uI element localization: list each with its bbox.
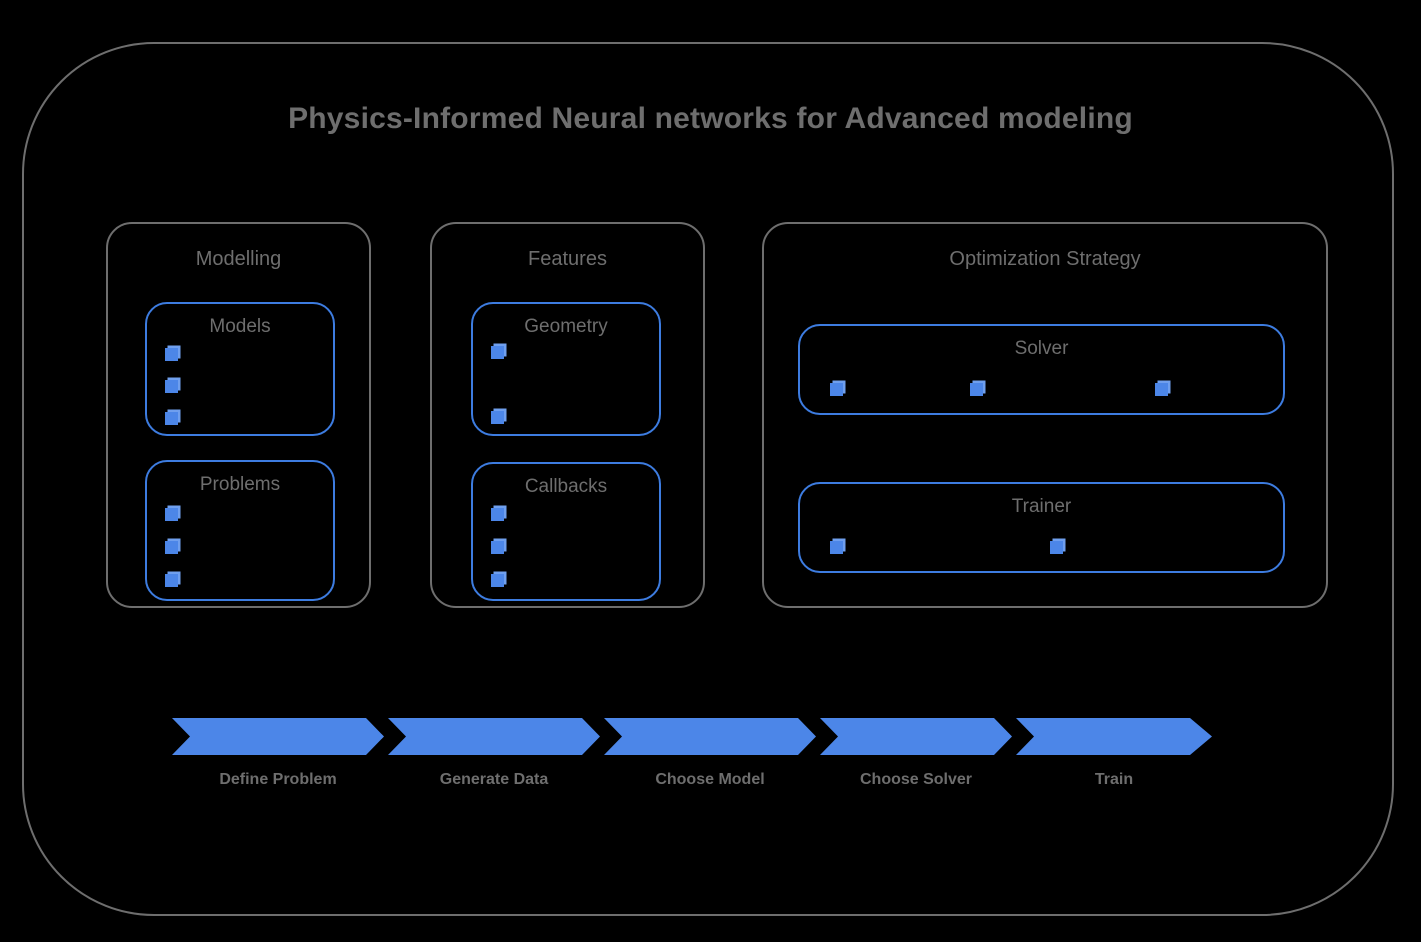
pipeline-step-5-label: Train bbox=[1094, 771, 1134, 788]
pipeline-step-5-chevron[interactable] bbox=[1016, 718, 1212, 755]
box-geometry[interactable]: Geometry bbox=[471, 302, 661, 436]
box-problems-title: Problems bbox=[199, 474, 281, 495]
box-trainer-title: Trainer bbox=[1011, 496, 1072, 517]
list-marker bbox=[1155, 383, 1168, 396]
box-solver-title: Solver bbox=[1014, 338, 1069, 359]
pipeline-step-2-label: Generate Data bbox=[439, 771, 549, 788]
pipeline-step-4-chevron[interactable] bbox=[820, 718, 1012, 755]
list-marker bbox=[491, 508, 504, 521]
list-marker bbox=[830, 541, 843, 554]
list-marker bbox=[165, 508, 178, 521]
box-geometry-title: Geometry bbox=[524, 316, 608, 337]
pipeline-step-3-chevron[interactable] bbox=[604, 718, 816, 755]
list-marker bbox=[165, 574, 178, 587]
list-marker bbox=[491, 541, 504, 554]
box-trainer[interactable]: Trainer bbox=[798, 482, 1285, 573]
list-marker bbox=[1050, 541, 1063, 554]
list-marker bbox=[830, 383, 843, 396]
list-marker bbox=[165, 348, 178, 361]
group-modelling: Modelling bbox=[106, 222, 371, 608]
pipeline-step-1-chevron[interactable] bbox=[172, 718, 384, 755]
pipeline-step-2-chevron[interactable] bbox=[388, 718, 600, 755]
group-optimization-strategy-title: Optimization Strategy bbox=[949, 248, 1141, 270]
list-marker bbox=[970, 383, 983, 396]
box-models-title: Models bbox=[209, 316, 271, 337]
pipeline-step-3-label: Choose Model bbox=[655, 771, 765, 788]
box-problems[interactable]: Problems bbox=[145, 460, 335, 601]
group-features: Features bbox=[430, 222, 705, 608]
list-marker bbox=[491, 411, 504, 424]
list-marker bbox=[491, 574, 504, 587]
list-marker bbox=[165, 380, 178, 393]
group-optimization-strategy: Optimization Strategy bbox=[762, 222, 1328, 608]
box-callbacks-title: Callbacks bbox=[524, 476, 608, 497]
box-callbacks[interactable]: Callbacks bbox=[471, 462, 661, 601]
list-marker bbox=[491, 346, 504, 359]
pipeline-step-4-label: Choose Solver bbox=[859, 771, 973, 788]
group-modelling-title: Modelling bbox=[195, 248, 282, 270]
diagram-title: Physics-Informed Neural networks for Adv… bbox=[288, 102, 1133, 135]
diagram-outer-frame bbox=[22, 42, 1394, 916]
box-models[interactable]: Models bbox=[145, 302, 335, 436]
workflow-pipeline: Define Problem Generate Data Choose Mode… bbox=[172, 718, 1212, 788]
group-features-title: Features bbox=[528, 248, 607, 270]
pipeline-step-1-label: Define Problem bbox=[219, 771, 337, 788]
list-marker bbox=[165, 412, 178, 425]
list-marker bbox=[165, 541, 178, 554]
box-solver[interactable]: Solver bbox=[798, 324, 1285, 415]
